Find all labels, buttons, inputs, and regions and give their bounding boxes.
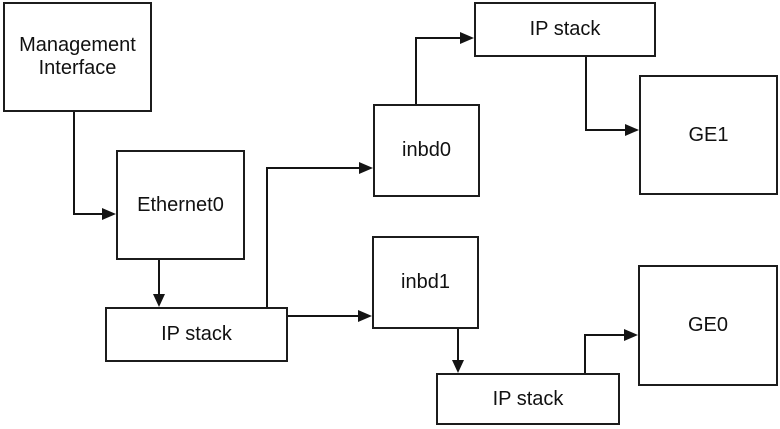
- node-inbd1: inbd1: [372, 236, 479, 329]
- arrowhead-right-icon: [102, 208, 116, 220]
- arrowhead-down-icon: [153, 294, 165, 307]
- edge-segment-horizontal: [288, 315, 358, 317]
- arrowhead-right-icon: [358, 310, 372, 322]
- edge-segment-vertical: [585, 57, 587, 131]
- edge-segment-vertical: [158, 260, 160, 294]
- node-ethernet0: Ethernet0: [116, 150, 245, 260]
- arrowhead-right-icon: [625, 124, 639, 136]
- node-ip-stack-left: IP stack: [105, 307, 288, 362]
- node-inbd0: inbd0: [373, 104, 480, 197]
- node-label: inbd0: [402, 139, 451, 161]
- node-label: inbd1: [401, 271, 450, 293]
- arrowhead-down-icon: [452, 360, 464, 373]
- node-label: IP stack: [529, 18, 601, 40]
- arrowhead-right-icon: [624, 329, 638, 341]
- edge-segment-vertical: [73, 112, 75, 215]
- edge-segment-vertical: [266, 167, 268, 307]
- node-ip-stack-bottom: IP stack: [436, 373, 620, 425]
- node-management-interface: Management Interface: [3, 2, 152, 112]
- node-label: Management Interface: [19, 34, 136, 79]
- node-label: IP stack: [492, 387, 564, 410]
- edge-segment-horizontal: [585, 129, 625, 131]
- edge-segment-horizontal: [73, 213, 102, 215]
- arrowhead-right-icon: [359, 162, 373, 174]
- node-ge1: GE1: [639, 75, 778, 195]
- edge-segment-horizontal: [415, 37, 460, 39]
- node-label: GE1: [688, 123, 729, 146]
- edge-segment-vertical: [457, 329, 459, 360]
- edge-segment-horizontal: [266, 167, 359, 169]
- edge-segment-horizontal: [584, 334, 624, 336]
- node-label: Ethernet0: [137, 193, 224, 216]
- node-ge0: GE0: [638, 265, 778, 386]
- arrowhead-right-icon: [460, 32, 474, 44]
- node-label: IP stack: [161, 323, 232, 345]
- edge-segment-vertical: [415, 37, 417, 104]
- node-label: GE0: [687, 314, 729, 336]
- node-ip-stack-top: IP stack: [474, 2, 656, 57]
- edge-segment-vertical: [584, 335, 586, 373]
